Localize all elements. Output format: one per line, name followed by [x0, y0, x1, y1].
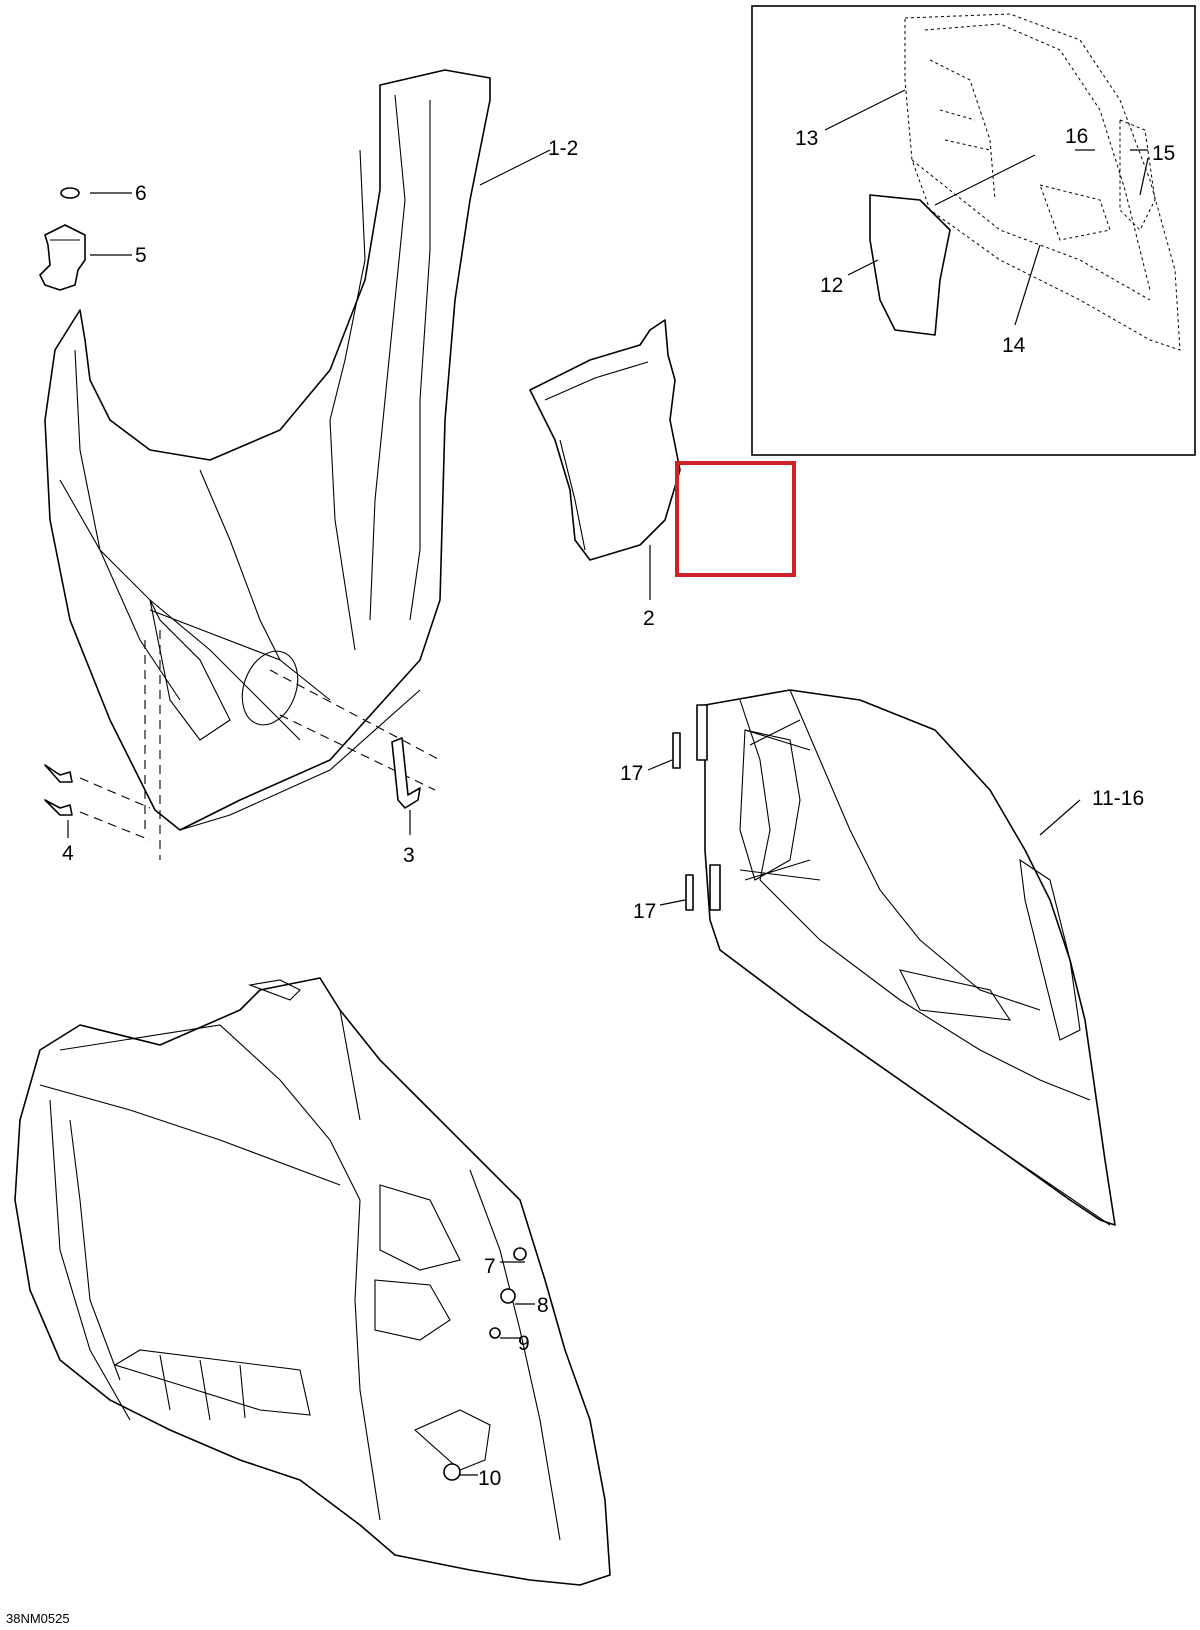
part-6 [60, 187, 80, 199]
diagram-code: 38NM0525 [6, 1611, 70, 1626]
callout-17-lower: 17 [633, 900, 656, 923]
callout-4: 4 [62, 842, 74, 865]
callout-8: 8 [537, 1294, 549, 1317]
assembled-view [14, 977, 611, 1586]
callout-14: 14 [1002, 334, 1026, 357]
callout-10: 10 [478, 1467, 501, 1490]
callout-16: 16 [1065, 125, 1088, 148]
part-2-pad [529, 319, 681, 600]
callout-7: 7 [484, 1255, 496, 1278]
callout-17-upper: 17 [620, 762, 643, 785]
part-1-2-hood [44, 69, 491, 860]
callout-12: 12 [820, 274, 843, 297]
callout-15: 15 [1152, 142, 1175, 165]
inset-detail: 13 16 15 12 14 [751, 5, 1196, 456]
part-3-clip [391, 737, 421, 835]
callout-2: 2 [643, 607, 655, 630]
highlight-box [675, 461, 796, 577]
inset-frame [751, 5, 1196, 456]
callout-11-16: 11-16 [1092, 787, 1144, 810]
callout-3: 3 [403, 844, 415, 867]
part-5 [39, 224, 86, 291]
callout-1-2: 1-2 [548, 137, 578, 160]
callout-13: 13 [795, 127, 818, 150]
callout-9: 9 [518, 1332, 530, 1355]
callout-5: 5 [135, 244, 147, 267]
inset-part-12 [869, 194, 951, 336]
part-4-rivets [44, 764, 151, 841]
part-11-16-side-panel [647, 689, 1116, 1226]
callout-6: 6 [135, 182, 147, 205]
